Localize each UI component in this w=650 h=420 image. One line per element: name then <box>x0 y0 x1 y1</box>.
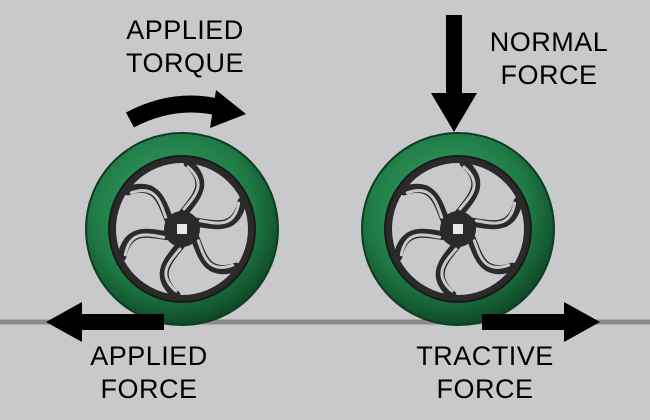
tractive-force-line2: FORCE <box>436 374 534 404</box>
applied-torque-line1: APPLIED <box>126 15 244 45</box>
normal-force-line2: FORCE <box>500 60 598 90</box>
tractive-force-label: TRACTIVE FORCE <box>410 340 560 406</box>
normal-force-line1: NORMAL <box>489 27 609 57</box>
applied-force-line2: FORCE <box>100 374 198 404</box>
left-arrow-icon <box>46 302 164 342</box>
tractive-force-line1: TRACTIVE <box>416 341 554 371</box>
applied-torque-line2: TORQUE <box>125 48 244 78</box>
applied-force-line1: APPLIED <box>90 341 208 371</box>
left-wheel-icon <box>86 133 278 325</box>
normal-force-label: NORMAL FORCE <box>474 26 624 92</box>
right-arrow-icon <box>482 302 600 342</box>
curved-arrow-icon <box>126 90 246 128</box>
applied-force-label: APPLIED FORCE <box>84 340 214 406</box>
down-arrow-icon <box>431 15 477 132</box>
applied-torque-label: APPLIED TORQUE <box>118 14 252 80</box>
right-wheel-icon <box>362 133 554 325</box>
